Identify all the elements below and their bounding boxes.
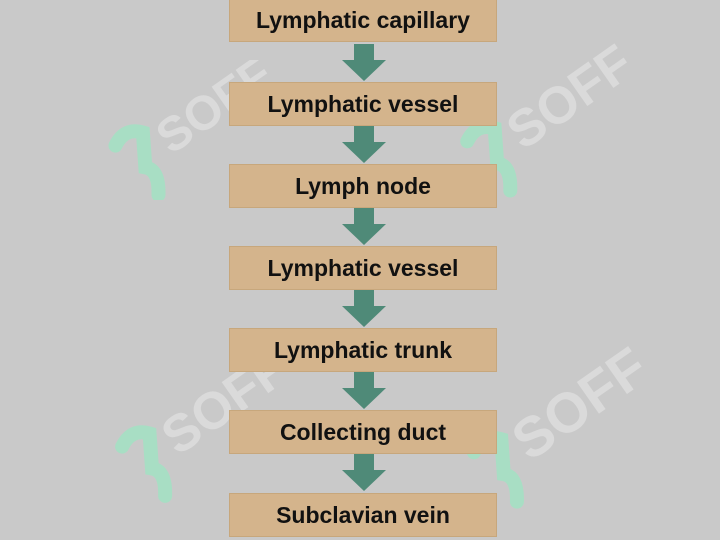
flow-step-collecting-duct: Collecting duct (229, 410, 497, 454)
down-arrow-icon (342, 372, 386, 409)
down-arrow-icon (342, 44, 386, 81)
down-arrow-icon (342, 208, 386, 245)
down-arrow-icon (342, 290, 386, 327)
flow-step-label: Lymph node (295, 172, 431, 199)
flow-step-label: Collecting duct (279, 418, 447, 445)
flow-step-lymphatic-trunk: Lymphatic trunk (229, 328, 497, 372)
flow-step-lymph-node: Lymph node (229, 164, 497, 208)
flow-step-label: Subclavian vein (276, 501, 450, 528)
flow-step-lymphatic-capillary: Lymphatic capillary (229, 0, 497, 42)
flow-step-label: Lymphatic trunk (273, 336, 453, 363)
flow-step-lymphatic-vessel-2: Lymphatic vessel (229, 246, 497, 290)
down-arrow-icon (342, 454, 386, 491)
down-arrow-icon (342, 126, 386, 163)
flow-step-subclavian-vein: Subclavian vein (229, 493, 497, 537)
flow-step-label: Lymphatic vessel (267, 90, 459, 117)
flow-step-label: Lymphatic vessel (267, 254, 459, 281)
flow-step-label: Lymphatic capillary (256, 6, 470, 33)
flow-step-lymphatic-vessel-1: Lymphatic vessel (229, 82, 497, 126)
